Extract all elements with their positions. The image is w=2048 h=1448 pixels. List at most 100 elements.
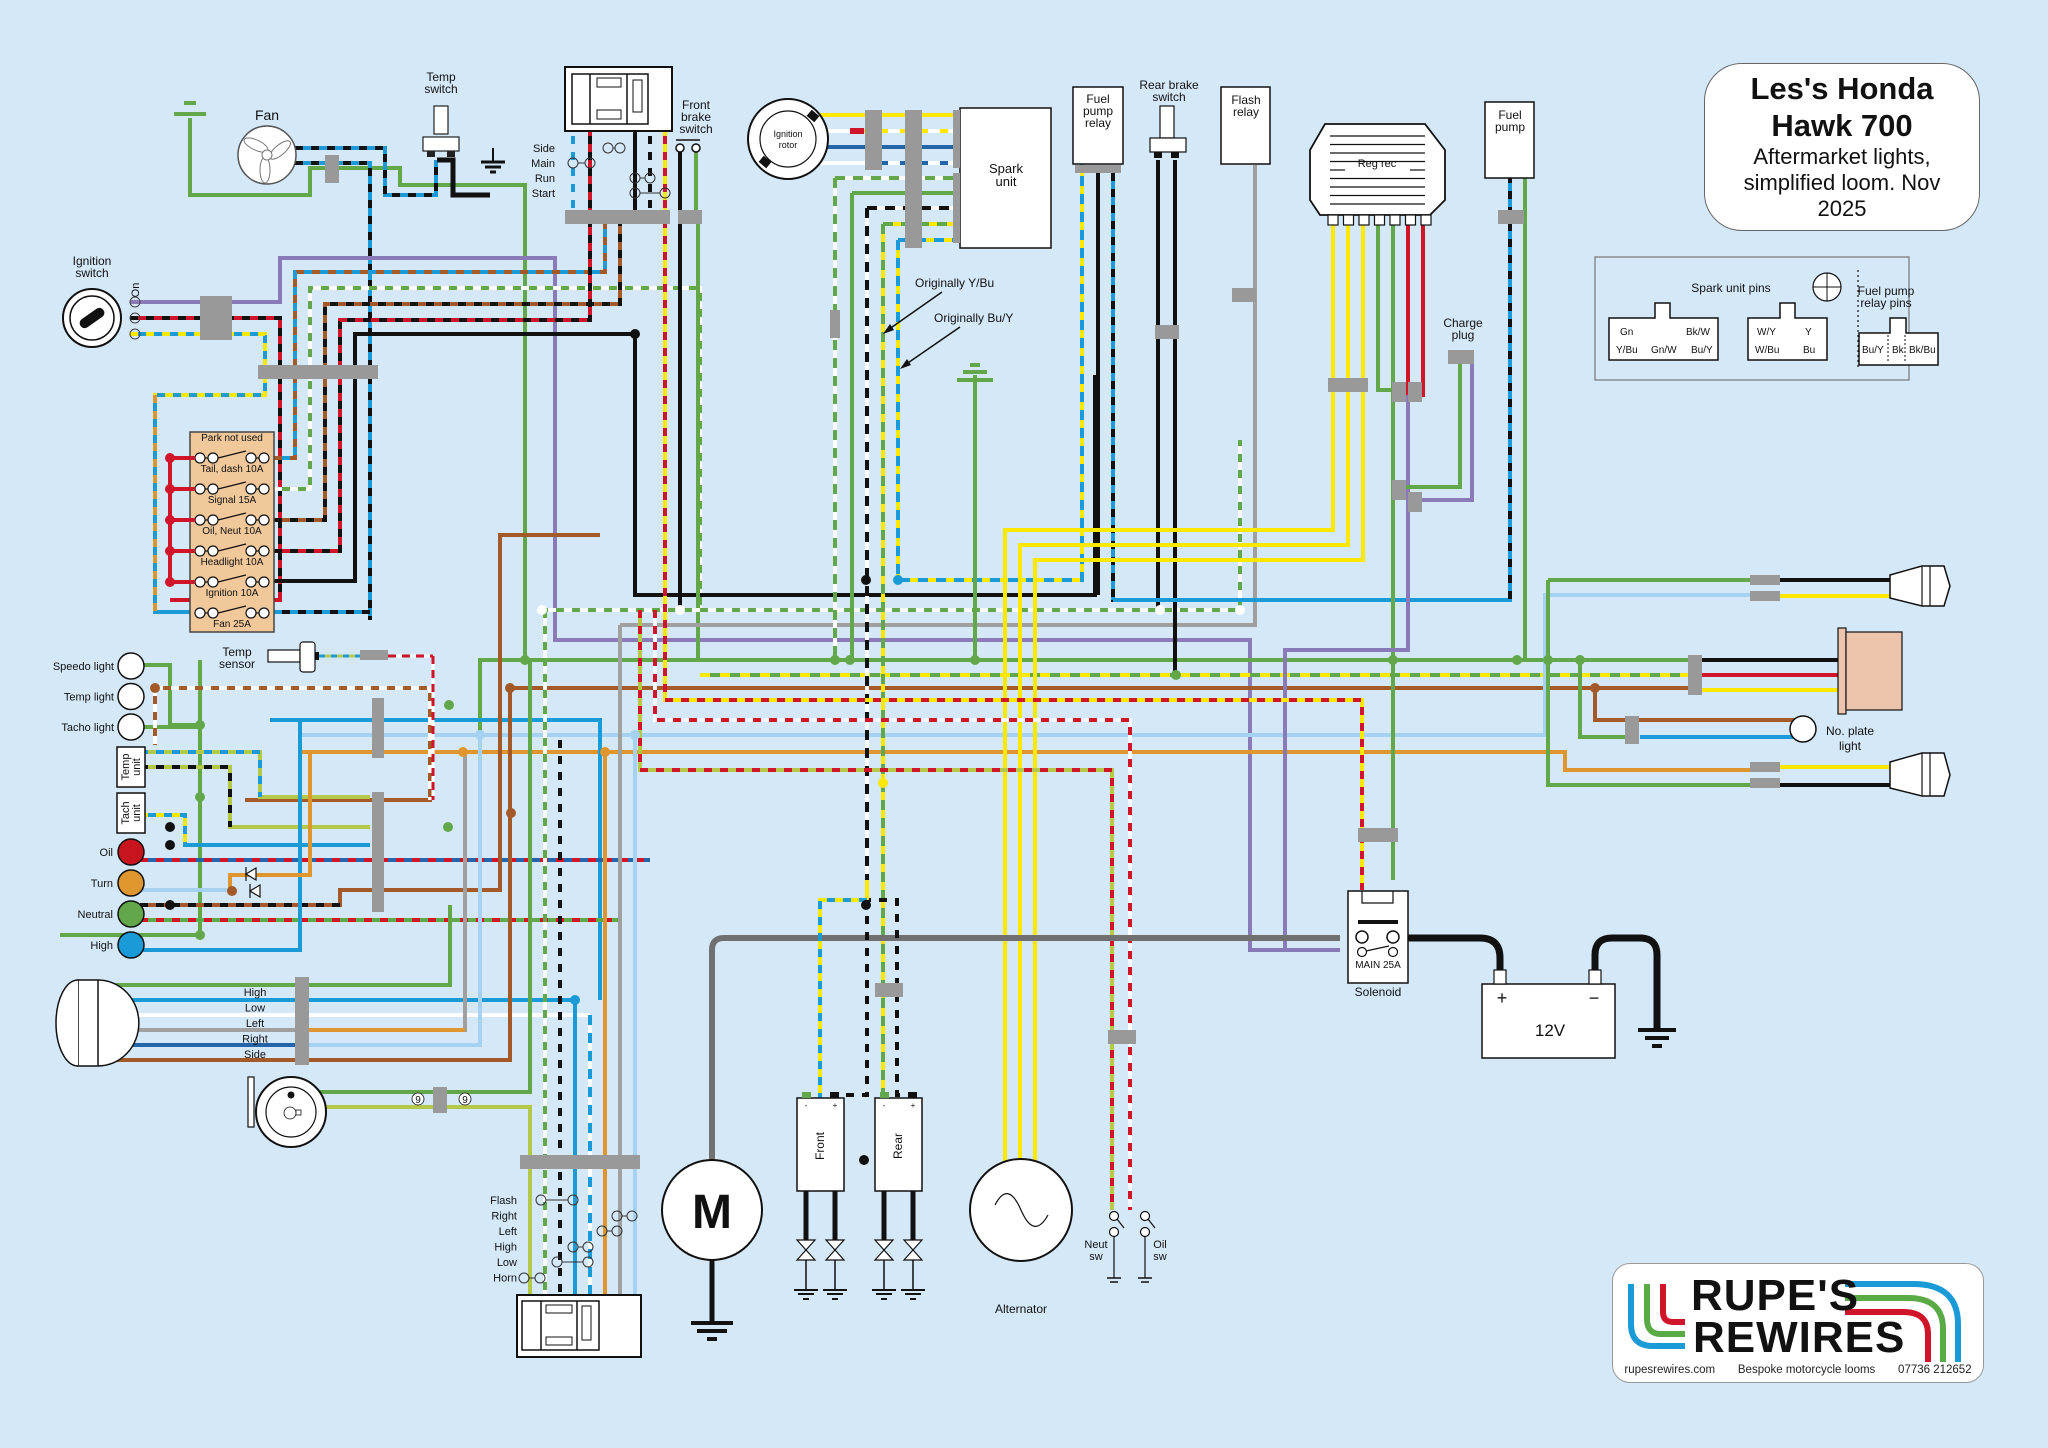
wire-purple [130, 256, 1340, 952]
junction-dots [150, 329, 1600, 1165]
fuel-pump-label-1: Fuel [1498, 108, 1521, 122]
logo-stripes-icon [1628, 1281, 1961, 1362]
fuel-pin-buy: Bu/Y [1862, 345, 1884, 356]
junction-dot [458, 747, 468, 757]
wire-bu-bk-fan [295, 146, 438, 197]
junction-dot [970, 655, 980, 665]
fuel-pump: Fuel pump [1484, 101, 1535, 179]
fuse-label: Oil, Neut 10A [202, 526, 262, 537]
company-logo[interactable]: RUPE'S REWIRES rupesrewires.com Bespoke … [1612, 1263, 1984, 1383]
flash-relay-label-2: relay [1233, 105, 1259, 119]
connector-block [1155, 325, 1179, 339]
neutral-switch: Neut sw [1084, 1210, 1125, 1283]
junction-dot [150, 683, 160, 693]
horn-connector-mark-2: 9 [462, 1095, 468, 1106]
pin-legend: Spark unit pins Gn Bk/W Y/Bu Gn/W Bu/Y W… [1594, 256, 1939, 381]
spark-plug-icon [902, 1239, 924, 1251]
warning-light-turn [117, 869, 145, 897]
headlight-wire-label: Right [242, 1034, 268, 1046]
ignition-switch[interactable]: Ignition switch On [62, 254, 142, 348]
left-switch-position-label: Main [531, 158, 555, 170]
junction-dot [195, 720, 205, 730]
rear-indicator-bottom [1889, 752, 1951, 797]
connector-block [830, 310, 840, 338]
connector-block [1232, 288, 1256, 302]
junction-dot [1590, 683, 1600, 693]
number-plate-light-label-1: No. plate [1826, 724, 1874, 738]
battery-voltage-label: 12V [1535, 1021, 1566, 1040]
junction-dot [845, 655, 855, 665]
warning-light-label: Neutral [78, 909, 113, 921]
battery: + − 12V [1481, 969, 1676, 1059]
dash-light-bulb [117, 652, 145, 680]
ignition-rotor-label-2: rotor [779, 140, 798, 150]
subtitle-line-1: Aftermarket lights, [1753, 144, 1931, 169]
spark-pin-y: Y [1805, 327, 1812, 338]
connector-block [1392, 382, 1406, 402]
spark-unit: Spark unit [953, 107, 1052, 249]
junction-dot [1543, 655, 1553, 665]
charge-plug-label-1: Charge [1443, 316, 1483, 330]
wire-green-ground-fan [188, 118, 527, 650]
wire-headlight-out [266, 220, 592, 553]
starter-motor-label: M [692, 1186, 732, 1239]
fuse-label: Fan 25A [213, 619, 251, 630]
horn-connector-mark-1: 9 [415, 1095, 421, 1106]
junction-dot [878, 778, 888, 788]
spark-pin-gn: Gn [1620, 327, 1633, 338]
junction-dot [893, 575, 903, 585]
key-slot-icon [79, 307, 105, 329]
junction-dot [861, 575, 871, 585]
ignition-switch-label-1: Ignition [73, 254, 112, 268]
fuel-pin-bkbu: Bk/Bu [1909, 345, 1936, 356]
headlight-wire-label: Left [246, 1018, 264, 1030]
warning-light-high [117, 931, 145, 959]
rear-brake-switch-label-1: Rear brake [1139, 78, 1199, 92]
wire-green-rear-2 [1546, 580, 1760, 787]
fuse-label: Tail, dash 10A [201, 464, 264, 475]
connector-block [678, 210, 702, 224]
coil-label: Rear [891, 1133, 905, 1159]
logo-word-rewires: REWIRES [1693, 1313, 1906, 1362]
title-box: Les's Honda Hawk 700 Aftermarket lights,… [1704, 63, 1980, 231]
junction-dot [600, 747, 610, 757]
fuel-pump-relay-label-1: Fuel [1086, 92, 1109, 106]
wire-orange-blue [153, 395, 190, 614]
right-switch-position-label: Right [491, 1211, 517, 1223]
subtitle-line-3: 2025 [1817, 196, 1867, 221]
coil-label: Front [813, 1131, 827, 1160]
junction-dot [1155, 605, 1165, 615]
flash-relay: Flash relay [1220, 86, 1271, 165]
fuse-label: Headlight 10A [201, 557, 264, 568]
headlight-wire-label: Side [244, 1049, 266, 1061]
junction-dot [830, 655, 840, 665]
spark-unit-label-1: Spark [989, 161, 1023, 176]
junction-dot [630, 730, 640, 740]
left-switch-position-label: Side [533, 143, 555, 155]
coil-body [796, 1097, 845, 1192]
neut-sw-label-1: Neut [1084, 1239, 1107, 1251]
fuel-pump-relay: Fuel pump relay [1072, 86, 1124, 165]
connector-block [520, 1155, 640, 1169]
junction-dot [520, 655, 530, 665]
connector-block [1408, 492, 1422, 512]
connector-block [433, 1087, 447, 1113]
rear-brake-switch-label-2: switch [1152, 90, 1185, 104]
ground-symbol-top-left [174, 101, 206, 116]
tach-unit: Tach unit [116, 792, 146, 834]
warning-light-label: High [90, 940, 113, 952]
connector-block [295, 977, 309, 1065]
logo-website[interactable]: rupesrewires.com [1624, 1364, 1716, 1376]
connector-block [1392, 480, 1406, 500]
junction-dot [165, 822, 175, 832]
spark-pin-bu: Bu [1803, 345, 1815, 356]
connector-block [1750, 762, 1780, 772]
junction-dot [165, 840, 175, 850]
junction-dot [475, 730, 485, 740]
